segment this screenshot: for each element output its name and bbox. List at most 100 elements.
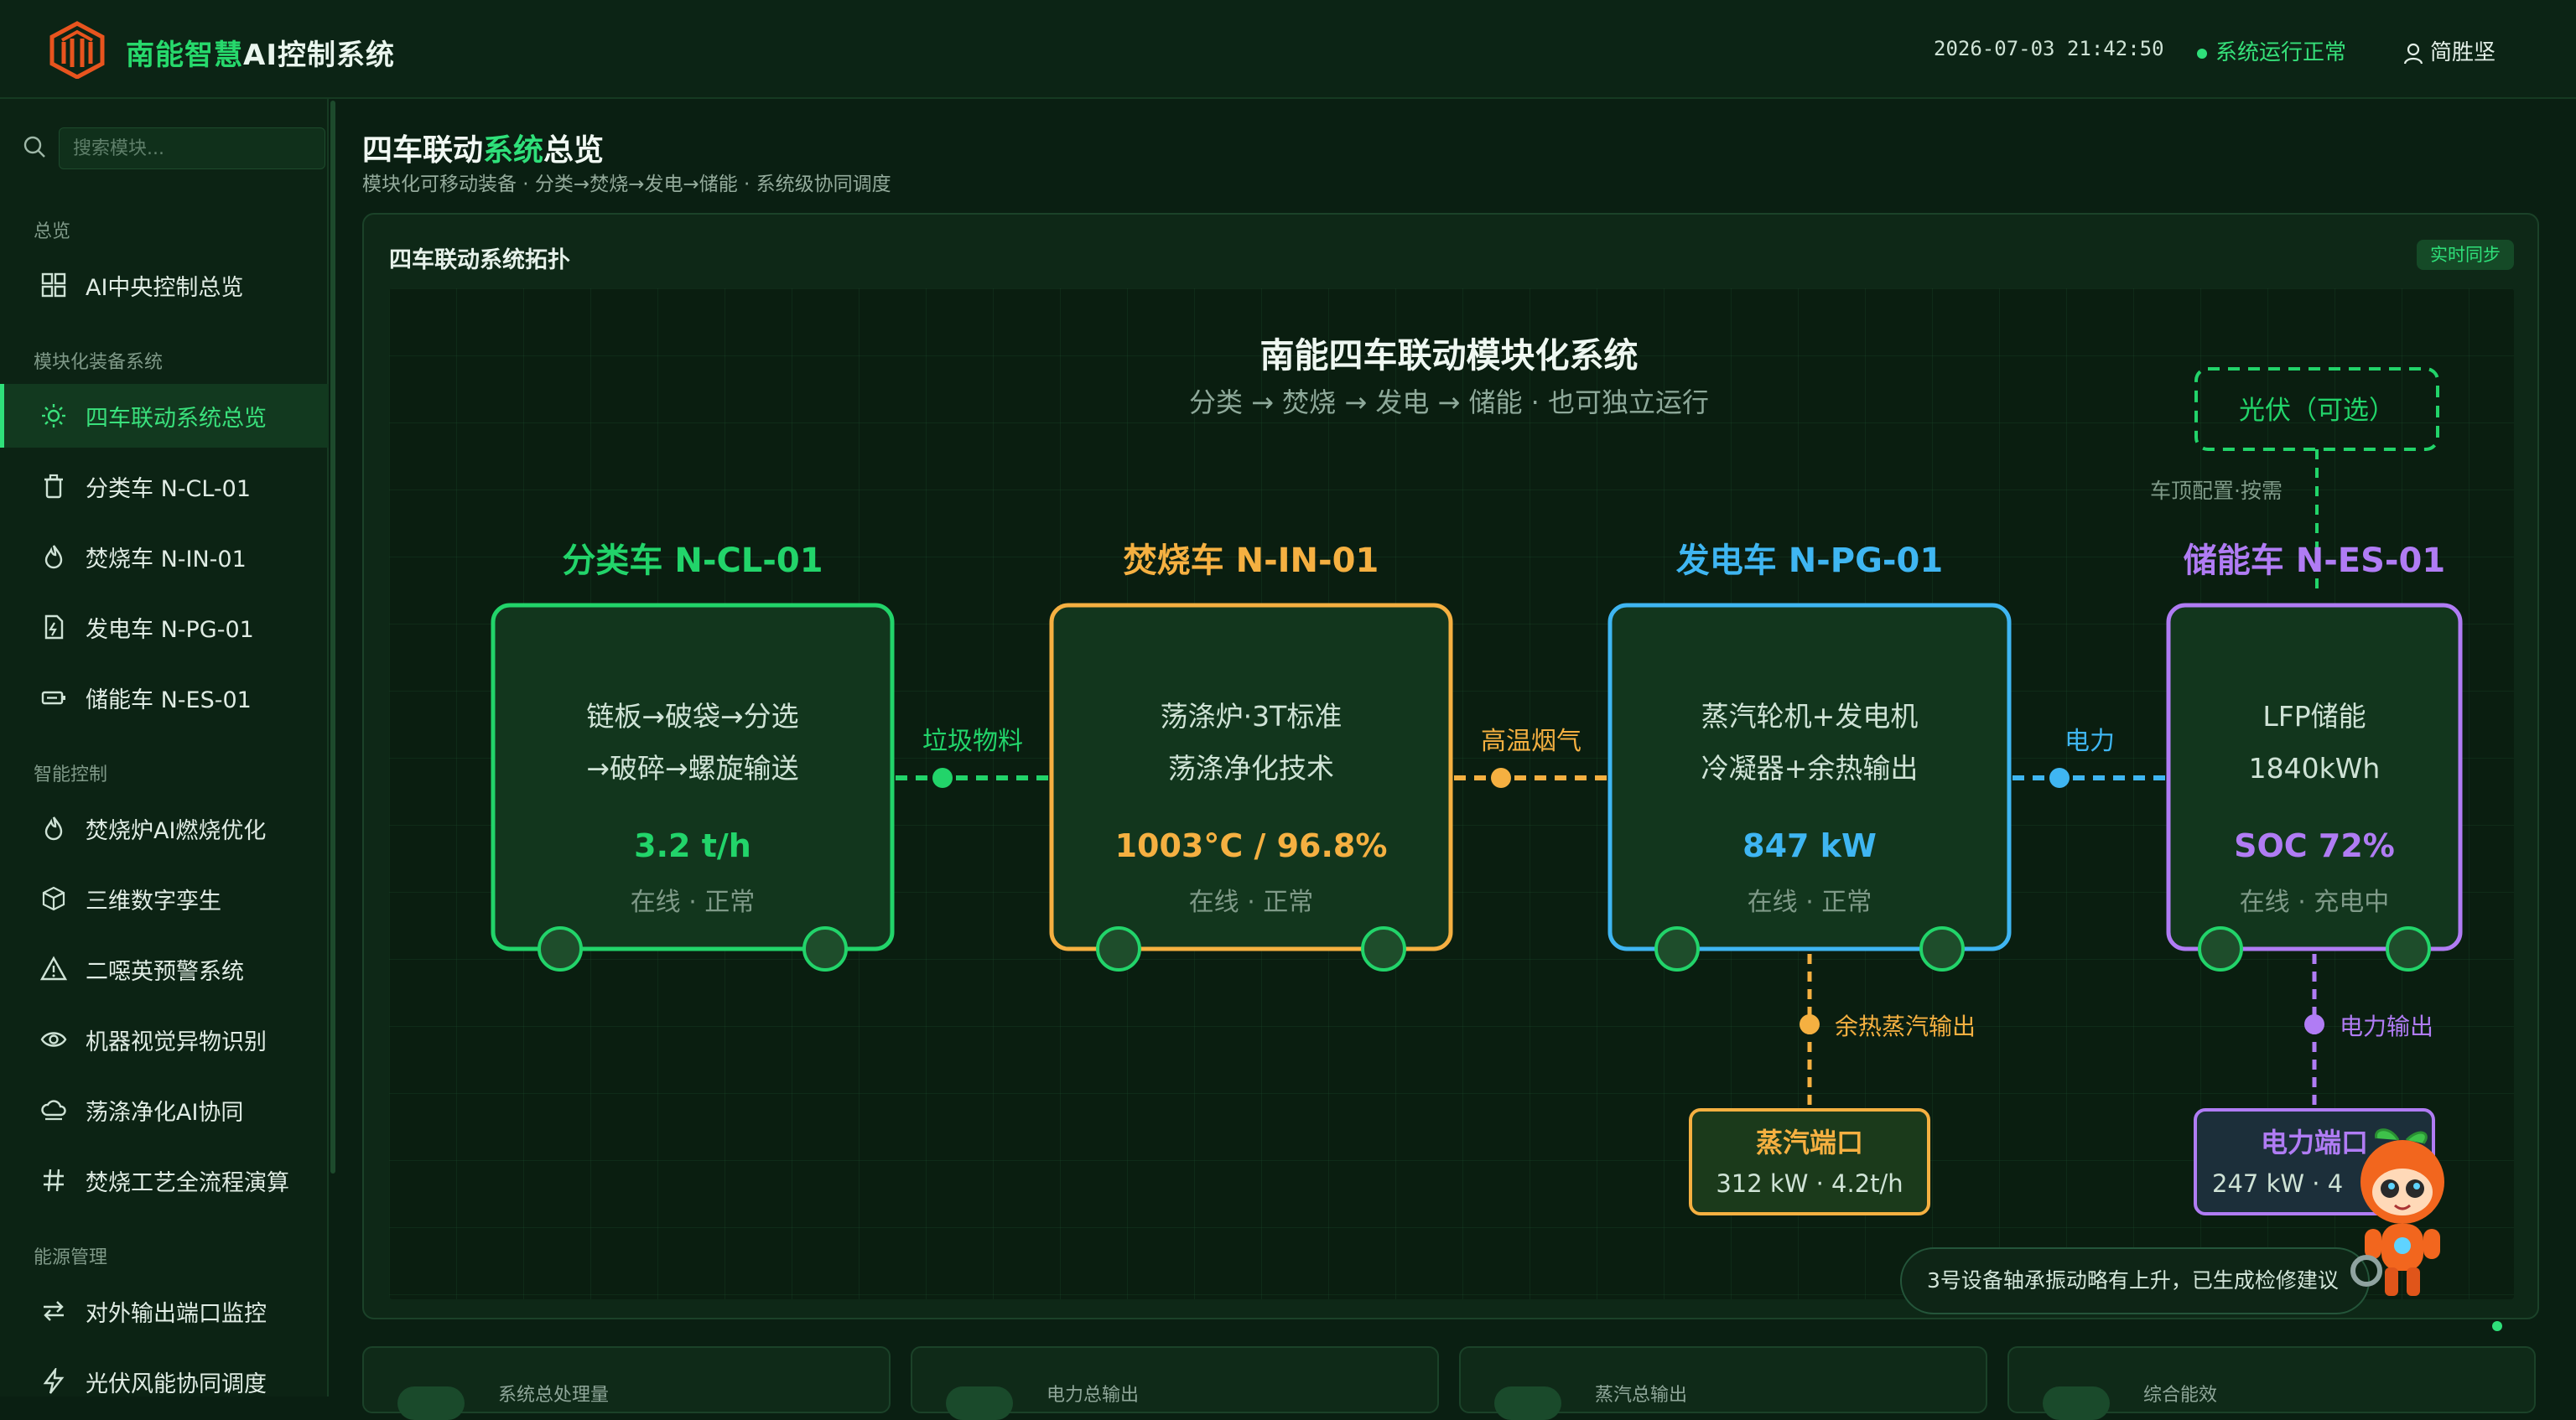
sidebar-item-storage-vehicle[interactable]: 储能车 N-ES-01 — [0, 666, 329, 729]
sidebar-item-vision-detection[interactable]: 机器视觉异物识别 — [0, 1008, 329, 1071]
logo-icon[interactable] — [49, 20, 106, 79]
topology-panel: 四车联动系统拓扑 实时同步 南能四车联动模块化系统 分类 → 焚烧 → 发电 →… — [362, 213, 2539, 1319]
sidebar-item-purification-ai[interactable]: 荡涤净化AI协同 — [0, 1078, 329, 1142]
wheel-icon — [1919, 926, 1965, 972]
vehicle-name-generator: 发电车 N-PG-01 — [1676, 542, 1943, 580]
sidebar-item-label: 储能车 N-ES-01 — [86, 687, 252, 713]
sidebar-item-label: 三维数字孪生 — [86, 888, 221, 915]
vehicle-card-sorting[interactable]: 链板→破袋→分选 →破碎→螺旋输送 3.2 t/h 在线 · 正常 — [491, 603, 895, 972]
sidebar-item-digital-twin[interactable]: 三维数字孪生 — [0, 867, 329, 930]
pv-optional-box[interactable] — [2194, 367, 2439, 451]
sidebar — [0, 99, 329, 1397]
online-indicator-dot — [2492, 1321, 2502, 1331]
wheel-icon — [2198, 926, 2243, 972]
vehicle-status: 在线 · 充电中 — [2240, 888, 2390, 917]
file-bolt-icon — [39, 612, 69, 642]
sidebar-item-label: 二噁英预警系统 — [86, 958, 244, 985]
realtime-sync-badge: 实时同步 — [2417, 240, 2514, 270]
eye-icon — [39, 1024, 69, 1055]
vehicle-card-generator[interactable]: 蒸汽轮机+发电机 冷凝器+余热输出 847 kW 在线 · 正常 — [1607, 603, 2012, 972]
brand-title: 南能智慧AI控制系统 — [126, 39, 395, 72]
page-subtitle: 模块化可移动装备 · 分类→焚烧→发电→储能 · 系统级协同调度 — [362, 174, 891, 195]
wheel-icon — [1096, 926, 1141, 972]
header-datetime: 2026-07-03 21:42:50 — [1934, 37, 2164, 60]
vehicle-name-incinerator: 焚烧车 N-IN-01 — [1124, 542, 1379, 580]
power-port-box[interactable]: 电力端口 247 kW · 4 — [2194, 1108, 2435, 1215]
sidebar-item-process-simulation[interactable]: 焚烧工艺全流程演算 — [0, 1148, 329, 1212]
vehicle-name-storage: 储能车 N-ES-01 — [2184, 542, 2445, 580]
sidebar-item-label: 焚烧炉AI燃烧优化 — [86, 817, 267, 844]
vehicle-name-sorting: 分类车 N-CL-01 — [562, 542, 823, 580]
link-label: 高温烟气 — [1481, 727, 1581, 756]
vehicle-desc-line2: 冷凝器+余热输出 — [1701, 752, 1919, 785]
stat-card-steam-output[interactable]: 蒸汽总输出 — [1459, 1346, 1987, 1420]
stat-icon — [946, 1386, 1013, 1420]
sidebar-item-label: 焚烧工艺全流程演算 — [86, 1169, 289, 1196]
flame-icon — [39, 813, 69, 843]
stat-card-total-throughput[interactable]: 系统总处理量 — [362, 1346, 891, 1420]
wheel-icon — [2386, 926, 2431, 972]
link-label: 垃圾物料 — [922, 727, 1023, 756]
bolt-icon — [39, 1366, 69, 1397]
sidebar-item-generator-vehicle[interactable]: 发电车 N-PG-01 — [0, 595, 329, 659]
vehicle-desc-line1: 链板→破袋→分选 — [586, 700, 798, 733]
link-electricity: 电力 — [2012, 727, 2165, 788]
module-search-input[interactable] — [59, 127, 325, 169]
wheel-icon — [1654, 926, 1700, 972]
sidebar-item-incinerator-vehicle[interactable]: 焚烧车 N-IN-01 — [0, 525, 329, 588]
flame-icon — [39, 542, 69, 572]
wheel-icon — [538, 926, 583, 972]
system-status: 系统运行正常 — [2197, 35, 2346, 66]
stat-label: 电力总输出 — [1046, 1385, 1140, 1406]
sidebar-section-overview: 总览 — [34, 221, 71, 242]
wheel-icon — [802, 926, 848, 972]
vehicle-status: 在线 · 正常 — [631, 888, 756, 917]
stat-icon — [2043, 1386, 2110, 1420]
vehicle-desc-line1: 荡涤炉·3T标准 — [1161, 700, 1343, 733]
port-value: 312 kW · 4.2t/h — [1716, 1169, 1903, 1198]
sidebar-item-combustion-optimization[interactable]: 焚烧炉AI燃烧优化 — [0, 796, 329, 860]
sidebar-item-label: 焚烧车 N-IN-01 — [86, 546, 247, 573]
stat-card-overall-efficiency[interactable]: 综合能效 — [2007, 1346, 2536, 1420]
link-waste-material: 垃圾物料 — [896, 727, 1048, 788]
panel-title: 四车联动系统拓扑 — [389, 247, 570, 273]
vehicle-metric: SOC 72% — [2234, 827, 2395, 864]
steam-port-box[interactable]: 蒸汽端口 312 kW · 4.2t/h — [1689, 1108, 1930, 1215]
assistant-mascot-icon[interactable] — [2340, 1123, 2465, 1308]
sidebar-item-output-port-monitor[interactable]: 对外输出端口监控 — [0, 1279, 329, 1343]
trash-icon — [39, 471, 69, 501]
port-title: 蒸汽端口 — [1756, 1127, 1863, 1158]
sidebar-section-smart-control: 智能控制 — [34, 764, 108, 785]
vehicle-metric: 1003°C / 96.8% — [1115, 827, 1388, 864]
sidebar-scrollbar[interactable] — [330, 101, 335, 1174]
sidebar-item-label: 机器视觉异物识别 — [86, 1029, 267, 1055]
link-label: 电力输出 — [2340, 1013, 2433, 1040]
link-label: 电力 — [2064, 727, 2115, 756]
vehicle-card-incinerator[interactable]: 荡涤炉·3T标准 荡涤净化技术 1003°C / 96.8% 在线 · 正常 — [1049, 603, 1453, 972]
sidebar-item-four-vehicle-overview[interactable]: 四车联动系统总览 — [0, 384, 329, 448]
vehicle-desc-line2: 1840kWh — [2249, 752, 2381, 785]
sidebar-item-ai-central[interactable]: AI中央控制总览 — [0, 253, 329, 317]
stat-card-power-output[interactable]: 电力总输出 — [911, 1346, 1439, 1420]
vehicle-card-storage[interactable]: LFP储能 1840kWh SOC 72% 在线 · 充电中 — [2166, 603, 2463, 972]
assistant-toast[interactable]: 3号设备轴承振动略有上升，已生成检修建议 — [1900, 1247, 2370, 1314]
vehicle-status: 在线 · 正常 — [1748, 888, 1872, 917]
topology-canvas: 南能四车联动模块化系统 分类 → 焚烧 → 发电 → 储能 · 也可独立运行 光… — [389, 288, 2514, 1299]
stat-label: 蒸汽总输出 — [1595, 1385, 1688, 1406]
vehicle-metric: 847 kW — [1742, 827, 1877, 864]
cloud-icon — [39, 1095, 69, 1125]
sidebar-item-sorting-vehicle[interactable]: 分类车 N-CL-01 — [0, 454, 329, 518]
user-icon — [2403, 43, 2423, 64]
sidebar-item-label: 光伏风能协同调度 — [86, 1371, 267, 1397]
page-title: 四车联动系统总览 — [362, 133, 605, 168]
vehicle-desc-line1: LFP储能 — [2262, 700, 2366, 733]
link-hot-flue-gas: 高温烟气 — [1454, 727, 1607, 788]
sidebar-item-pv-wind-dispatch[interactable]: 光伏风能协同调度 — [0, 1350, 329, 1413]
sidebar-item-dioxin-warning[interactable]: 二噁英预警系统 — [0, 937, 329, 1001]
sidebar-item-label: 对外输出端口监控 — [86, 1300, 267, 1327]
pv-note: 车顶配置·按需 — [2150, 479, 2283, 503]
status-dot-icon — [2197, 48, 2207, 59]
user-menu[interactable]: 简胜坚 — [2403, 35, 2496, 66]
sidebar-item-label: 发电车 N-PG-01 — [86, 616, 254, 643]
topology-subtitle: 分类 → 焚烧 → 发电 → 储能 · 也可独立运行 — [1189, 386, 1709, 418]
